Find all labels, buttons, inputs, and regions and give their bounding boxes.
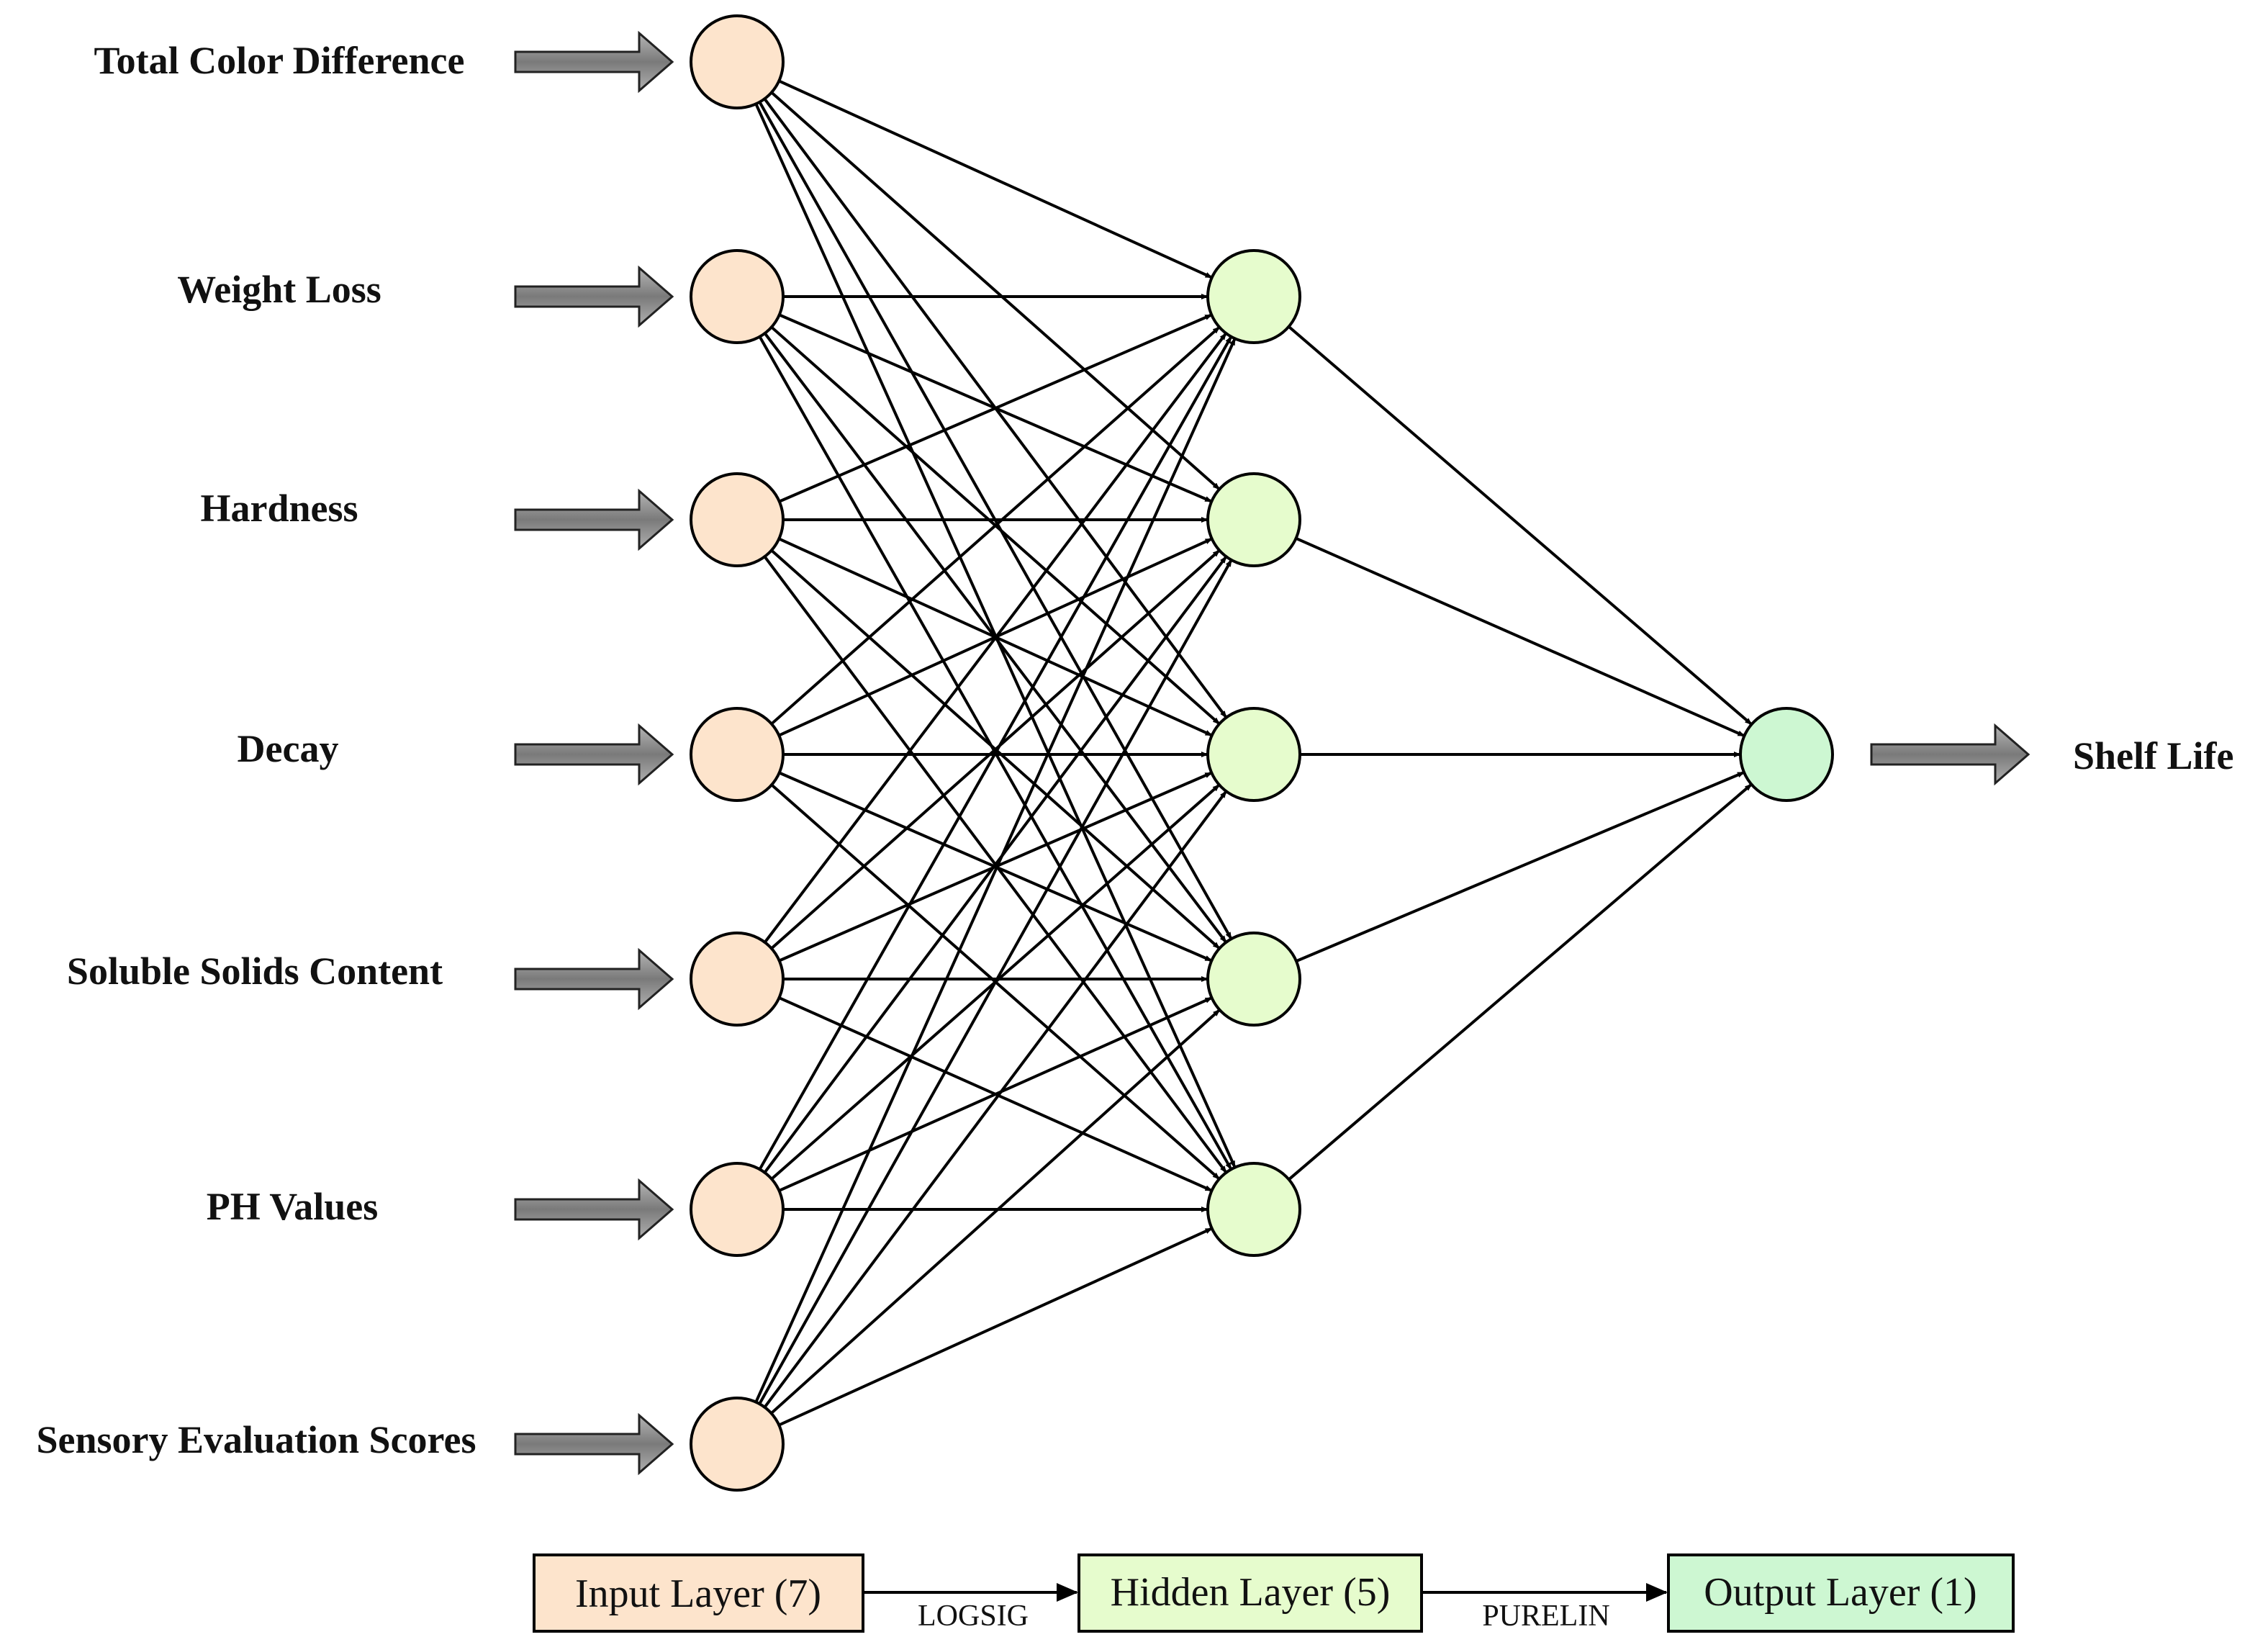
connection-input-6-hidden-0 xyxy=(754,338,1237,1403)
connection-input-6-hidden-2 xyxy=(763,790,1228,1408)
hidden-node-4 xyxy=(1206,1162,1301,1257)
output-arrow xyxy=(1870,723,2030,786)
output-arrow-shelf-life xyxy=(1870,723,2030,786)
output-nodes xyxy=(1739,707,1834,802)
connection-hidden-4-output xyxy=(1288,783,1753,1181)
connection-input-6-hidden-1 xyxy=(758,559,1233,1405)
input-label-ph-values: PH Values xyxy=(207,1185,379,1228)
input-arrow-0 xyxy=(514,30,674,94)
connection-input-3-hidden-0 xyxy=(770,325,1221,726)
connection-input-6-hidden-4 xyxy=(778,1227,1213,1427)
input-node-4 xyxy=(690,932,785,1027)
input-label-decay: Decay xyxy=(238,727,339,770)
input-arrows xyxy=(514,30,674,1476)
input-label-sensory-evaluation-scores: Sensory Evaluation Scores xyxy=(36,1418,476,1461)
input-nodes xyxy=(690,14,785,1492)
legend-input-layer-label: Input Layer (7) xyxy=(575,1571,821,1616)
input-arrow-1 xyxy=(514,265,674,328)
input-node-2 xyxy=(690,472,785,567)
connection-input-4-hidden-0 xyxy=(764,332,1227,944)
hidden-node-3 xyxy=(1206,932,1301,1027)
input-node-1 xyxy=(690,249,785,344)
legend-output-layer-box xyxy=(1667,1553,2015,1633)
hidden-node-1 xyxy=(1206,472,1301,567)
connection-input-6-hidden-3 xyxy=(770,1009,1221,1415)
hidden-node-2 xyxy=(1206,707,1301,802)
connection-input-0-hidden-0 xyxy=(778,79,1213,279)
input-label-hardness: Hardness xyxy=(200,487,358,530)
input-label-total-color-difference: Total Color Difference xyxy=(94,39,465,82)
connection-hidden-0-output xyxy=(1288,325,1753,726)
input-node-3 xyxy=(690,707,785,802)
hidden-output-connections xyxy=(1288,325,1753,1181)
input-label-weight-loss: Weight Loss xyxy=(177,268,381,311)
connection-input-2-hidden-0 xyxy=(778,313,1213,503)
connection-input-5-hidden-3 xyxy=(778,996,1213,1192)
input-arrow-4 xyxy=(514,947,674,1011)
hidden-node-0 xyxy=(1206,249,1301,344)
legend-logsig-label: LOGSIG xyxy=(918,1600,1029,1633)
input-arrow-2 xyxy=(514,488,674,551)
legend-purelin-label: PURELIN xyxy=(1482,1600,1609,1633)
connection-hidden-3-output xyxy=(1296,771,1745,962)
input-arrow-3 xyxy=(514,723,674,786)
connection-hidden-1-output xyxy=(1295,536,1745,738)
hidden-nodes xyxy=(1206,249,1301,1257)
input-labels: Total Color Difference Weight Loss Hardn… xyxy=(36,39,476,1461)
connection-input-5-hidden-1 xyxy=(763,556,1228,1173)
input-node-5 xyxy=(690,1162,785,1257)
legend-output-layer-label: Output Layer (1) xyxy=(1704,1570,1976,1615)
output-node-0 xyxy=(1739,707,1834,802)
connection-input-0-hidden-1 xyxy=(770,91,1221,491)
legend-hidden-layer-label: Hidden Layer (5) xyxy=(1111,1570,1391,1615)
input-hidden-connections xyxy=(754,79,1237,1427)
input-node-6 xyxy=(690,1397,785,1492)
input-node-0 xyxy=(690,14,785,109)
connection-input-5-hidden-0 xyxy=(758,335,1233,1171)
input-arrow-6 xyxy=(514,1412,674,1476)
layer-legend: Input Layer (7) LOGSIG Hidden Layer (5) … xyxy=(533,1553,2015,1633)
input-arrow-5 xyxy=(514,1178,674,1241)
output-label-shelf-life: Shelf Life xyxy=(2073,734,2234,777)
connection-input-4-hidden-1 xyxy=(770,549,1221,950)
input-label-soluble-solids-content: Soluble Solids Content xyxy=(67,950,443,993)
